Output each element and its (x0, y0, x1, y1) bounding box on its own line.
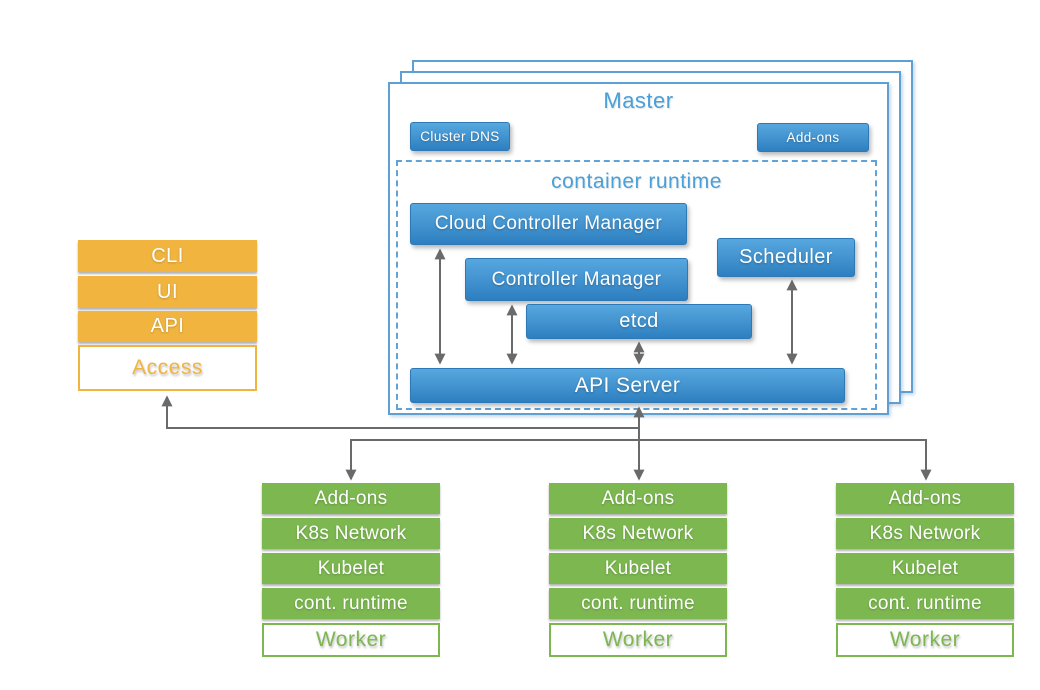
worker2-row-kubelet: Kubelet (549, 553, 727, 584)
worker3-row-k8s-network: K8s Network (836, 518, 1014, 549)
node-access: Access (78, 345, 257, 391)
worker1-row-cont-runtime: cont. runtime (262, 588, 440, 619)
worker2-row-k8s-network: K8s Network (549, 518, 727, 549)
worker1-base: Worker (262, 623, 440, 657)
worker3-row-addons: Add-ons (836, 483, 1014, 514)
node-ui: UI (78, 276, 257, 308)
node-addons-master: Add-ons (757, 123, 869, 152)
arrow-apiserver-workers (345, 439, 932, 481)
worker1-row-k8s-network: K8s Network (262, 518, 440, 549)
node-controller-manager: Controller Manager (465, 258, 688, 301)
node-etcd: etcd (526, 304, 752, 339)
worker1-row-kubelet: Kubelet (262, 553, 440, 584)
worker2-base: Worker (549, 623, 727, 657)
node-cloud-controller-manager: Cloud Controller Manager (410, 203, 687, 245)
worker2-row-addons: Add-ons (549, 483, 727, 514)
container-runtime-title: container runtime (551, 170, 722, 193)
master-title: Master (603, 88, 674, 113)
node-api-server: API Server (410, 368, 845, 403)
worker2-row-cont-runtime: cont. runtime (549, 588, 727, 619)
node-api: API (78, 311, 257, 342)
worker3-row-cont-runtime: cont. runtime (836, 588, 1014, 619)
worker1-row-addons: Add-ons (262, 483, 440, 514)
worker3-row-kubelet: Kubelet (836, 553, 1014, 584)
node-cluster-dns: Cluster DNS (410, 122, 510, 151)
node-scheduler: Scheduler (717, 238, 855, 277)
node-cli: CLI (78, 240, 257, 272)
worker3-base: Worker (836, 623, 1014, 657)
